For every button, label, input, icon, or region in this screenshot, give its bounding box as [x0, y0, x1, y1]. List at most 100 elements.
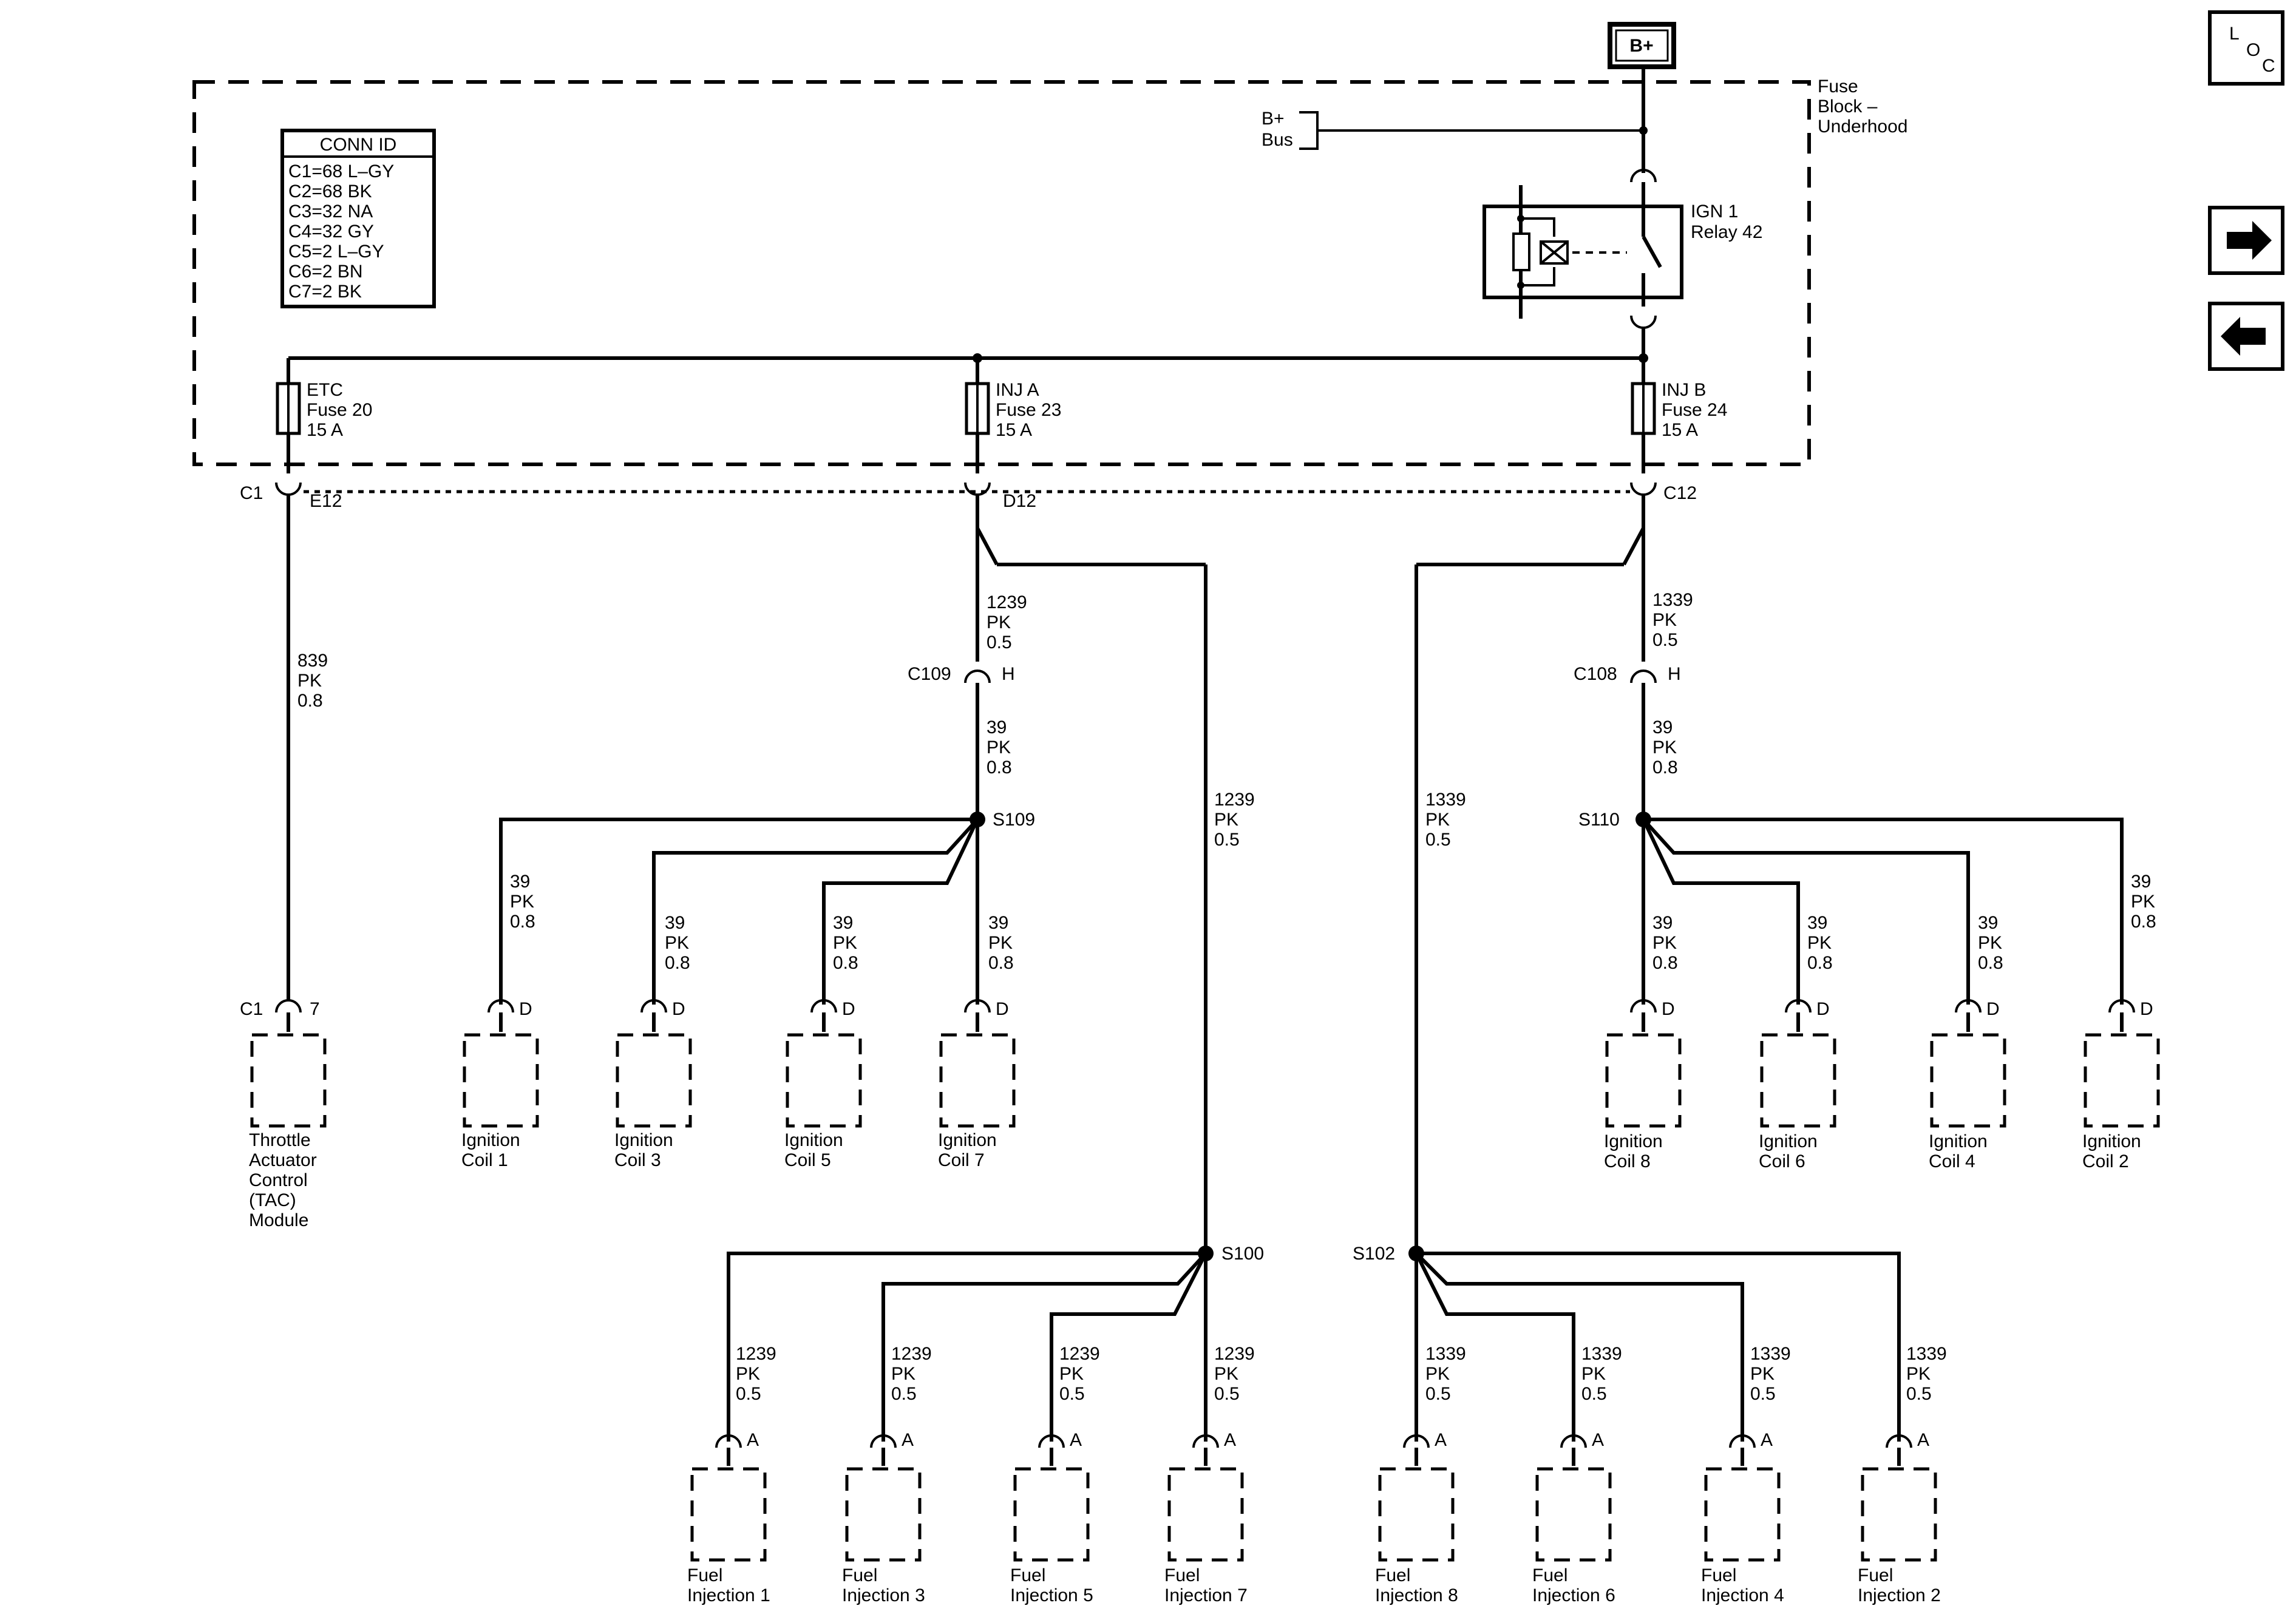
svg-text:INJ A: INJ A [996, 380, 1039, 400]
wire-label: PK [1214, 810, 1238, 830]
svg-text:D: D [519, 999, 532, 1019]
tac-module [250, 999, 327, 1128]
fuel-injector: A Fuel Injection 5 [1010, 1430, 1093, 1605]
relay-label: IGN 1 [1691, 202, 1738, 222]
wire-label: 39 [1807, 913, 1827, 933]
wire-label: 0.8 [1652, 758, 1678, 778]
connector-c108-label: C108 [1574, 664, 1617, 684]
fuse-block-label: Underhood [1818, 117, 1907, 137]
svg-text:Injection 3: Injection 3 [842, 1585, 925, 1605]
wire-label: 0.5 [987, 632, 1012, 653]
svg-text:Injection 8: Injection 8 [1375, 1585, 1458, 1605]
svg-text:D: D [1986, 999, 2000, 1019]
wire-label: PK [833, 933, 857, 953]
splice-s100-label: S100 [1221, 1244, 1264, 1264]
fuse-block-outline [192, 80, 1811, 466]
wire-label: PK [1906, 1364, 1931, 1384]
wire-label: 0.5 [1652, 630, 1678, 650]
svg-text:Fuse 20: Fuse 20 [307, 400, 372, 420]
pin-d12-label: D12 [1003, 491, 1036, 511]
svg-text:Fuel: Fuel [1701, 1565, 1736, 1585]
arrow-left-icon [2221, 317, 2266, 356]
svg-text:Fuel: Fuel [842, 1565, 877, 1585]
wire-label: 1239 [1214, 790, 1255, 810]
connector-label: C1 [240, 999, 263, 1019]
fuel-injector: A Fuel Injection 1 [687, 1430, 770, 1605]
ignition-coil: D Ignition Coil 5 [784, 999, 862, 1170]
bus-label: B+ [1262, 109, 1285, 129]
svg-text:C2=68 BK: C2=68 BK [288, 181, 372, 202]
wire-label: 1239 [987, 592, 1027, 612]
svg-text:Injection 1: Injection 1 [687, 1585, 770, 1605]
svg-text:Injection 7: Injection 7 [1164, 1585, 1248, 1605]
svg-text:D: D [2140, 999, 2153, 1019]
ignition-coil: D Ignition Coil 7 [938, 999, 1016, 1170]
wire-label: 0.5 [1214, 1384, 1240, 1404]
wire-label: 39 [665, 913, 685, 933]
wire-label: PK [665, 933, 689, 953]
fuse-block-label: Fuse [1818, 76, 1858, 97]
svg-text:Coil 3: Coil 3 [614, 1150, 661, 1170]
svg-text:Coil 1: Coil 1 [461, 1150, 508, 1170]
svg-text:15 A: 15 A [996, 420, 1032, 440]
pin-label: H [1002, 664, 1015, 684]
wire-label: 1339 [1906, 1344, 1947, 1364]
loc-button[interactable]: L O C [2208, 10, 2284, 86]
wire-label: PK [1425, 1364, 1450, 1384]
svg-text:Coil 5: Coil 5 [784, 1150, 831, 1170]
svg-text:Coil 8: Coil 8 [1604, 1151, 1651, 1171]
wire-label: 0.5 [1750, 1384, 1776, 1404]
svg-text:Fuel: Fuel [687, 1565, 722, 1585]
wire-label: 39 [2131, 872, 2151, 892]
arrow-right-icon [2227, 221, 2272, 260]
next-page-button[interactable] [2208, 206, 2284, 275]
wire-label: 0.5 [891, 1384, 917, 1404]
svg-text:D: D [996, 999, 1009, 1019]
battery-terminal-box [1608, 22, 1676, 69]
bus-bracket [1299, 111, 1319, 150]
wire-label: PK [1652, 737, 1677, 758]
wire-label: 0.5 [1214, 830, 1240, 850]
wire-label: PK [987, 612, 1011, 632]
pin-c12-label: C12 [1663, 483, 1697, 503]
svg-text:Ignition: Ignition [938, 1130, 997, 1150]
tac-label: Actuator [249, 1150, 317, 1170]
fuel-injector: A Fuel Injection 3 [842, 1430, 925, 1605]
connector-c109-label: C109 [908, 664, 951, 684]
svg-text:Coil 2: Coil 2 [2082, 1151, 2129, 1171]
splice-s109-label: S109 [993, 810, 1035, 830]
wire-label: PK [987, 737, 1011, 758]
wire-label: PK [1059, 1364, 1084, 1384]
svg-text:A: A [1761, 1430, 1773, 1450]
svg-text:15 A: 15 A [307, 420, 343, 440]
relay-label: Relay 42 [1691, 222, 1762, 242]
previous-page-button[interactable] [2208, 302, 2284, 371]
wire-label: 0.5 [1581, 1384, 1607, 1404]
svg-text:Fuel: Fuel [1858, 1565, 1893, 1585]
wire-label: PK [1425, 810, 1450, 830]
svg-text:CONN ID: CONN ID [320, 135, 397, 155]
svg-text:Injection 2: Injection 2 [1858, 1585, 1941, 1605]
wire-label: 0.8 [1652, 953, 1678, 973]
svg-text:Ignition: Ignition [614, 1130, 673, 1150]
svg-text:Fuel: Fuel [1532, 1565, 1567, 1585]
svg-text:Injection 5: Injection 5 [1010, 1585, 1093, 1605]
svg-text:Ignition: Ignition [1604, 1131, 1663, 1151]
tac-label: Throttle [249, 1130, 311, 1150]
wire-label: 0.8 [988, 953, 1014, 973]
ignition-coil: D Ignition Coil 3 [614, 999, 692, 1170]
fuel-injector: A Fuel Injection 2 [1858, 1430, 1941, 1605]
wire-label: 0.5 [1059, 1384, 1085, 1404]
svg-text:Ignition: Ignition [1759, 1131, 1818, 1151]
wire-label: PK [891, 1364, 915, 1384]
wire-label: 39 [1652, 717, 1673, 737]
wire-label: 1339 [1581, 1344, 1622, 1364]
svg-text:C: C [2262, 56, 2275, 76]
svg-text:A: A [1435, 1430, 1447, 1450]
svg-text:Injection 4: Injection 4 [1701, 1585, 1784, 1605]
svg-text:Ignition: Ignition [461, 1130, 520, 1150]
wire-label: PK [1581, 1364, 1606, 1384]
wire-label: 1339 [1425, 1344, 1466, 1364]
wire-label: 1339 [1652, 590, 1693, 610]
